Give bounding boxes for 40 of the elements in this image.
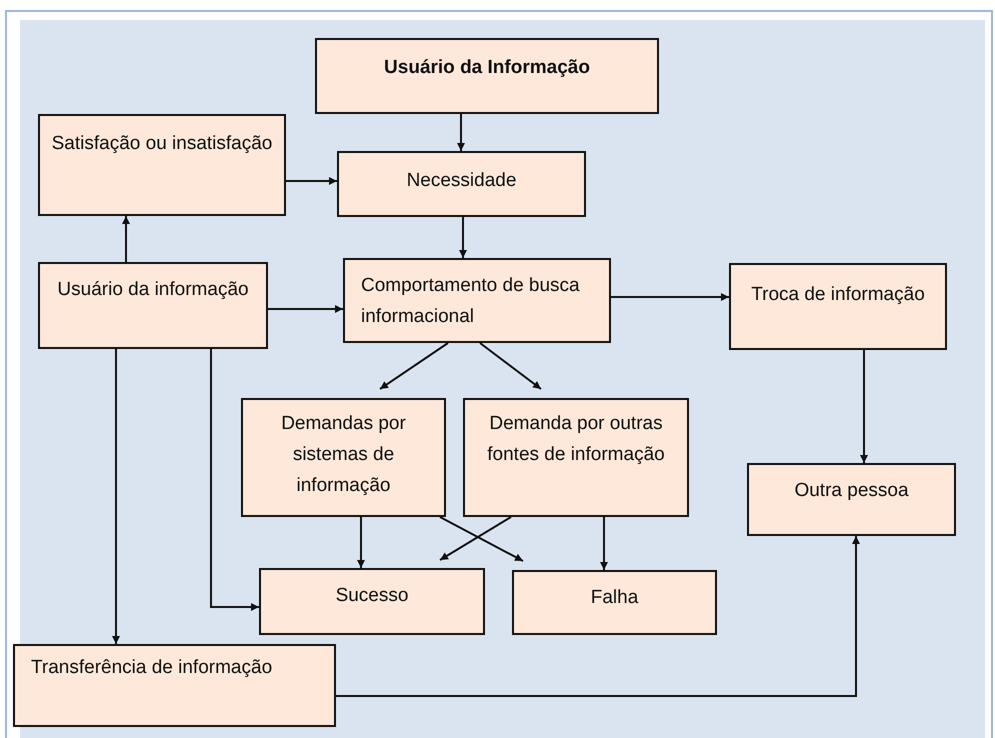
- process-box: [729, 263, 947, 350]
- arrow: [336, 536, 860, 697]
- box-label: Demandas por sistemas de informação: [280, 412, 407, 498]
- process-box: [241, 398, 446, 517]
- box-label: Comportamento de busca informacional: [361, 274, 581, 329]
- arrow: [439, 516, 512, 561]
- process-box: [512, 570, 717, 635]
- arrow: [440, 516, 524, 562]
- box-label: Satisfação ou insatisfação: [52, 132, 272, 156]
- box-label: Sucesso: [336, 584, 408, 608]
- arrow: [286, 177, 337, 185]
- box-label: Falha: [590, 586, 638, 610]
- arrow: [379, 342, 449, 390]
- arrow: [210, 349, 259, 611]
- box-label: Usuário da informação: [57, 278, 249, 302]
- arrow: [457, 114, 465, 151]
- process-box: [259, 568, 485, 635]
- process-box: [343, 258, 611, 343]
- arrow: [112, 349, 120, 644]
- box-label: Troca de informação: [751, 283, 925, 307]
- arrow: [459, 217, 467, 258]
- box-label: Transferência de informação: [31, 656, 272, 680]
- arrow: [479, 342, 542, 390]
- arrow: [357, 517, 365, 568]
- process-box: [463, 398, 689, 517]
- arrow: [611, 293, 729, 301]
- box-label: Outra pessoa: [794, 479, 909, 503]
- process-box: [315, 38, 659, 114]
- process-box: [747, 463, 956, 536]
- arrow: [860, 350, 868, 463]
- arrow: [268, 305, 343, 313]
- process-box: [13, 644, 336, 727]
- process-box: [38, 114, 286, 216]
- process-box: [337, 151, 586, 217]
- box-label: Usuário da Informação: [384, 56, 590, 80]
- arrow: [122, 216, 130, 262]
- box-label: Necessidade: [406, 169, 516, 193]
- process-box: [38, 262, 268, 349]
- box-label: Demanda por outras fontes de informação: [486, 412, 666, 467]
- arrow: [600, 517, 608, 570]
